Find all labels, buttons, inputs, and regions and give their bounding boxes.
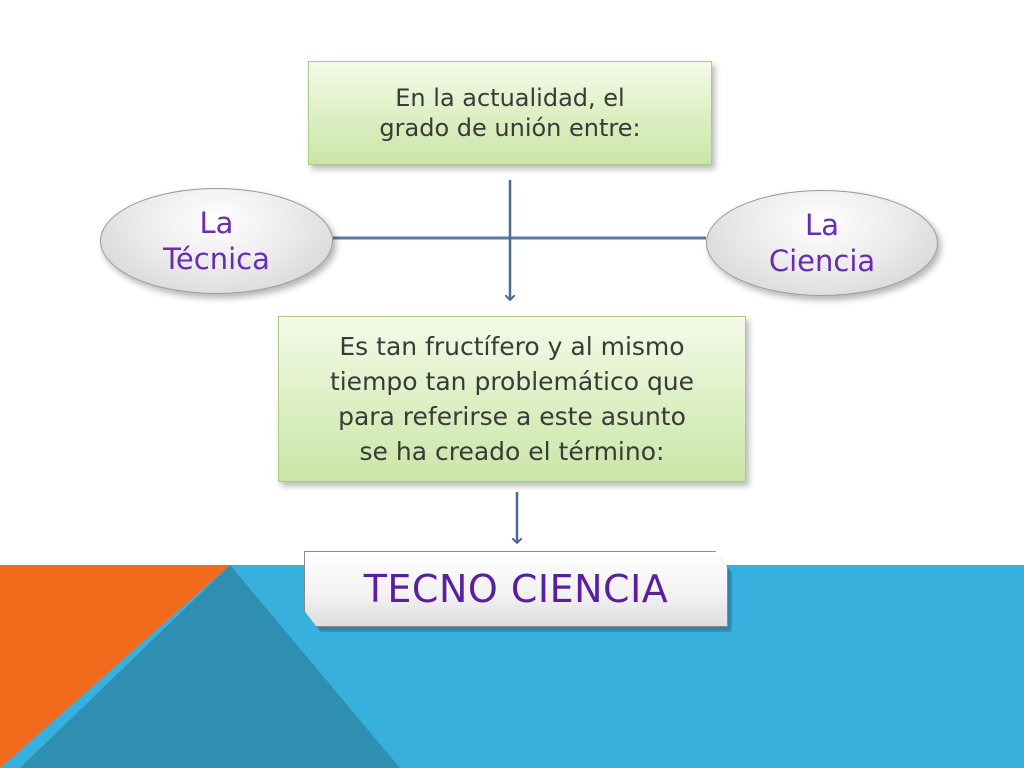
node-la-ciencia-label: La Ciencia xyxy=(768,208,876,278)
middle-text-box: Es tan fructífero y al mismo tiempo tan … xyxy=(278,316,746,482)
top-box-text: En la actualidad, el grado de unión entr… xyxy=(379,84,641,142)
result-box: TECNO CIENCIA xyxy=(304,551,728,627)
node-la-ciencia: La Ciencia xyxy=(706,190,938,296)
orange-triangle xyxy=(0,565,230,768)
node-la-tecnica-label: La Técnica xyxy=(163,206,270,276)
teal-triangle xyxy=(20,565,400,768)
node-la-tecnica: La Técnica xyxy=(100,188,333,294)
result-box-text: TECNO CIENCIA xyxy=(363,567,669,611)
top-text-box: En la actualidad, el grado de unión entr… xyxy=(308,61,712,165)
middle-box-text: Es tan fructífero y al mismo tiempo tan … xyxy=(329,332,695,466)
